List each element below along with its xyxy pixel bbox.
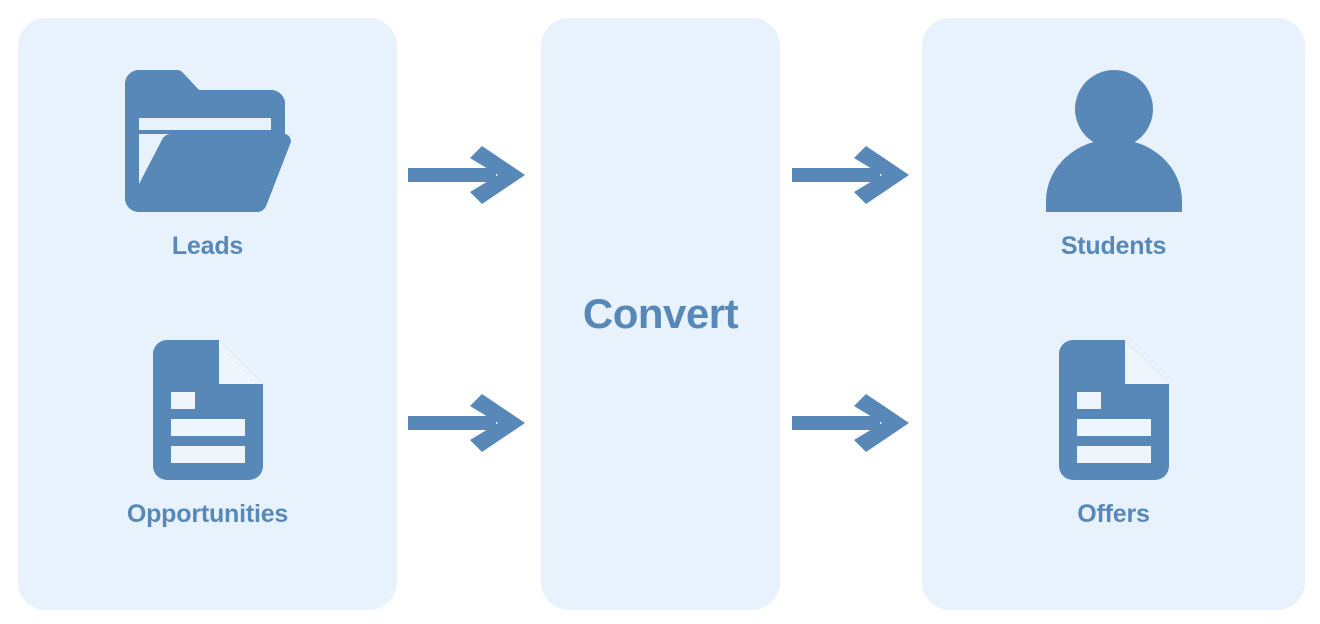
arrow-opportunities-to-convert [408, 394, 528, 452]
entity-label-opportunities: Opportunities [126, 500, 289, 528]
arrow-convert-to-offers [792, 394, 912, 452]
target-panel: Students Offers [922, 18, 1305, 610]
entity-label-students: Students [1060, 232, 1167, 260]
process-label-convert: Convert [582, 290, 739, 337]
document-icon [152, 340, 263, 480]
arrow-right-icon [408, 394, 528, 456]
arrow-right-icon [792, 394, 912, 456]
arrow-leads-to-convert [408, 146, 528, 204]
source-panel: Leads Opportunities [18, 18, 397, 610]
process-panel: Convert [541, 18, 780, 610]
entity-opportunities[interactable]: Opportunities [18, 340, 397, 529]
entity-leads[interactable]: Leads [18, 70, 397, 261]
arrow-convert-to-students [792, 146, 912, 204]
person-icon [1045, 70, 1182, 212]
entity-students[interactable]: Students [922, 70, 1305, 261]
entity-offers[interactable]: Offers [922, 340, 1305, 529]
entity-label-offers: Offers [1077, 500, 1150, 528]
arrow-right-icon [408, 146, 528, 208]
folder-icon [124, 70, 291, 212]
entity-label-leads: Leads [171, 232, 244, 260]
arrow-right-icon [792, 146, 912, 208]
document-icon [1058, 340, 1169, 480]
